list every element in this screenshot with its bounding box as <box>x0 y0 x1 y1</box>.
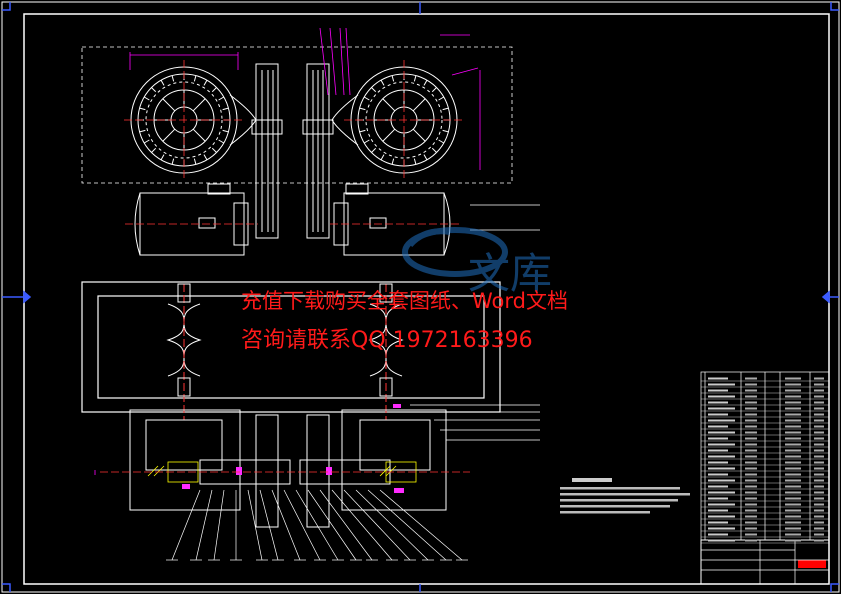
watermark-line-1: 充值下载购买全套图纸、Word文档 <box>241 289 568 313</box>
machine-frame <box>81 281 501 413</box>
gear-centerlines <box>124 60 464 180</box>
top-view-frame <box>81 46 513 184</box>
gearbox-section <box>129 409 447 528</box>
watermark-line-2: 咨询请联系QQ 1972163396 <box>241 328 533 353</box>
watermark-logo: 文库 <box>402 227 552 298</box>
right-motor <box>333 183 451 256</box>
drive-shafts <box>251 63 334 239</box>
parts-list-rows <box>701 377 829 544</box>
technical-notes <box>560 478 690 514</box>
title-block <box>700 371 830 585</box>
helical-shafts <box>166 283 404 420</box>
dimension-lines <box>94 27 481 475</box>
highlight-parts <box>182 404 404 493</box>
leader-lines <box>166 204 540 561</box>
watermark-logo-text: 文库 <box>468 249 552 298</box>
left-motor <box>134 183 249 256</box>
gear-hubs <box>229 94 359 146</box>
